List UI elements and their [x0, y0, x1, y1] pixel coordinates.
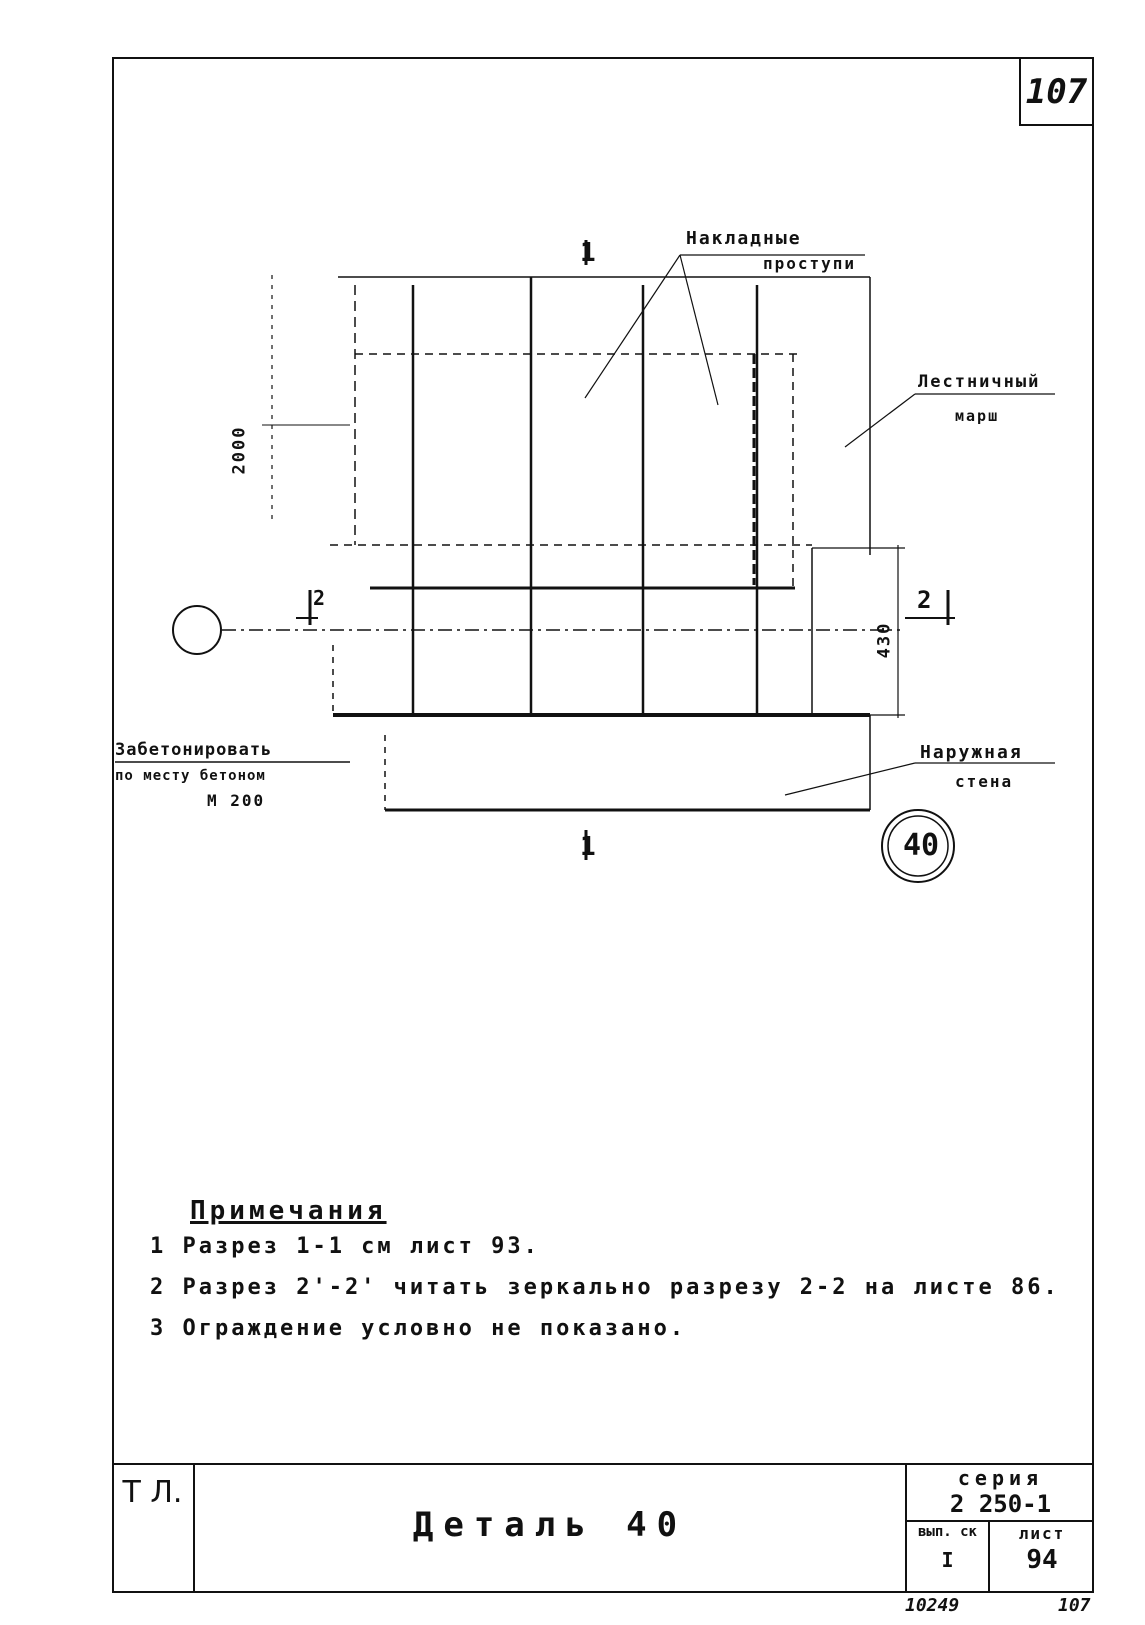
- title-block-divider-left: [193, 1463, 195, 1593]
- drawing-frame: [112, 57, 1094, 1593]
- label-overlay-treads-2: проступи: [763, 254, 857, 273]
- section-2-left-label: 2: [313, 586, 328, 610]
- leader-treads-2: [679, 254, 719, 406]
- leader-treads-1: [584, 254, 681, 399]
- footer-left: 10249: [905, 1595, 960, 1616]
- dim-2000-label: 2000: [229, 425, 250, 475]
- label-concrete-2: по месту бетоном: [115, 768, 266, 784]
- notes-title: Примечания: [190, 1196, 387, 1226]
- label-outer-wall-2: стена: [955, 772, 1014, 791]
- label-stair-flight-2: марш: [955, 407, 1000, 425]
- leader-wall: [784, 762, 916, 796]
- title-block-top-border: [112, 1463, 1094, 1465]
- label-concrete-1: Забетонировать: [115, 740, 273, 760]
- note-3: 3 Ограждение условно не показано.: [150, 1316, 687, 1341]
- stamp: Т Л.: [122, 1475, 183, 1510]
- label-stair-flight-1: Лестничный: [918, 372, 1041, 392]
- series-label: серия: [957, 1466, 1044, 1490]
- detail-circle-outer: [881, 809, 955, 883]
- axis-bubble: [172, 605, 222, 655]
- section-1-bottom-label: 1: [580, 832, 598, 862]
- label-overlay-treads-1: Накладные: [686, 228, 802, 249]
- dim-430-label: 430: [874, 621, 895, 659]
- label-concrete-3: М 200: [207, 791, 266, 810]
- title-block-divider-right: [905, 1463, 907, 1593]
- footer-right: 107: [1058, 1595, 1091, 1616]
- section-1-top-label: 1: [580, 238, 598, 268]
- note-2: 2 Разрез 2'-2' читать зеркально разрезу …: [150, 1275, 1060, 1300]
- sheet-number-box: 107: [1019, 57, 1094, 126]
- sheet-value: 94: [1026, 1545, 1058, 1575]
- detail-circle-inner: [887, 815, 949, 877]
- drawing-title: Деталь 40: [412, 1505, 688, 1545]
- section-2-right-label: 2: [917, 586, 934, 614]
- label-outer-wall-1: Наружная: [920, 742, 1023, 763]
- title-block-row-divider: [905, 1520, 1094, 1522]
- leader-flight: [844, 393, 916, 448]
- sheet-number: 107: [1025, 71, 1088, 112]
- detail-number: 40: [903, 828, 940, 863]
- issue-label: вып. ск: [917, 1524, 977, 1540]
- note-1: 1 Разрез 1-1 см лист 93.: [150, 1234, 540, 1259]
- title-block-col-divider: [988, 1520, 990, 1593]
- issue-value: I: [941, 1548, 954, 1572]
- series-value: 2 250-1: [949, 1490, 1052, 1518]
- sheet-label: лист: [1018, 1524, 1066, 1543]
